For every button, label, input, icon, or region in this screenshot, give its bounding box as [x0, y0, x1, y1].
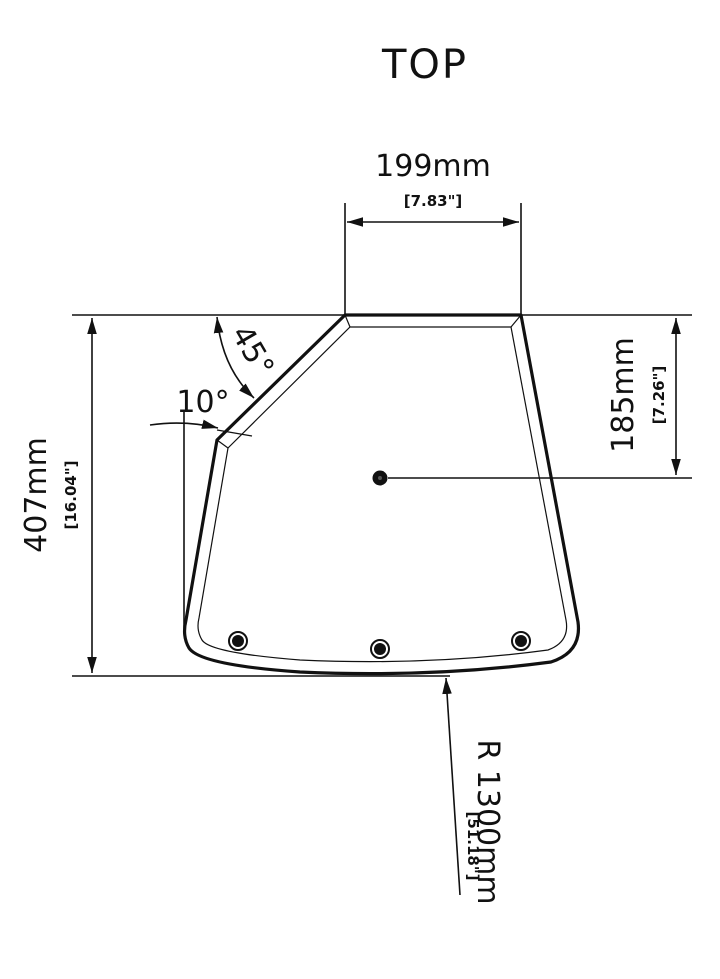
plate-outline	[182, 313, 581, 676]
offset-in-label: [7.26"]	[650, 366, 668, 425]
angle-45-label: 45°	[224, 319, 281, 383]
offset-mm-label: 185mm	[606, 337, 641, 453]
bevel-tick	[344, 314, 351, 328]
radius-in-label: [51.18"]	[464, 812, 482, 881]
width-mm-label: 199mm	[375, 149, 491, 184]
bevel-tick	[216, 439, 229, 449]
bevel-tick	[510, 314, 522, 328]
radius-leader-line	[442, 677, 461, 896]
depth-in-label: [16.04"]	[62, 461, 80, 530]
depth-mm-label: 407mm	[19, 437, 54, 553]
angle-10-arc	[149, 419, 219, 429]
view-title: TOP	[381, 42, 468, 88]
mount-hole-left	[228, 631, 248, 651]
radius-mm-label: R 1300mm	[470, 739, 505, 904]
center-hole	[372, 470, 388, 486]
angle-10-label: 10°	[176, 385, 229, 420]
mount-hole-center	[370, 639, 390, 659]
chamfer-edge	[216, 429, 253, 437]
plate-inner-outline	[197, 326, 568, 663]
width-in-label: [7.83"]	[404, 192, 463, 210]
angle-45-arc	[213, 316, 255, 399]
mount-hole-right	[511, 631, 531, 651]
